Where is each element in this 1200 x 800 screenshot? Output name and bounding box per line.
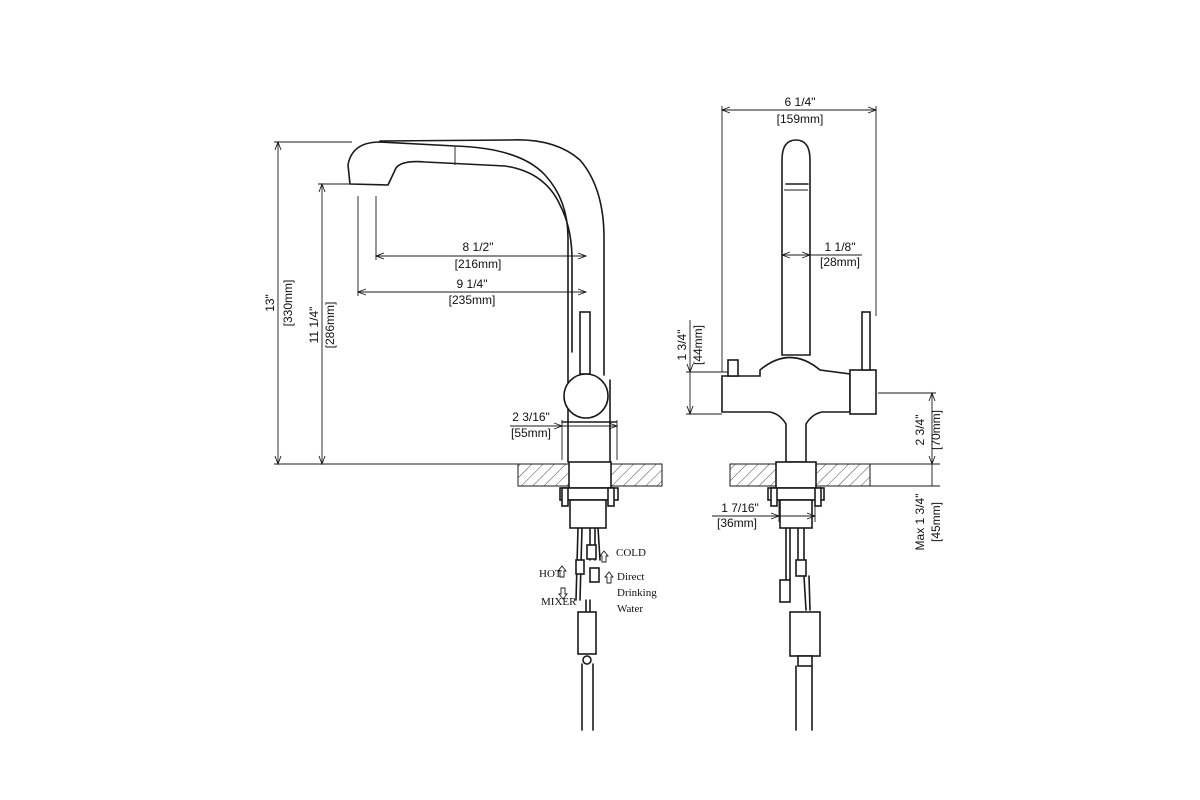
dim-deck-metric: [45mm] [929,502,943,542]
dim-base-height-imperial: 2 3/4" [913,415,927,446]
label-direct-line1: Direct [617,571,644,583]
dim-base-height: 2 3/4" [70mm] [878,391,943,466]
front-body [721,356,851,463]
front-supply-hoses [779,527,821,731]
side-mount-plate [569,499,607,529]
dim-height-metric: [330mm] [281,280,295,327]
dim-shank-imperial: 1 7/16" [721,501,759,515]
side-mount-bolt-left [561,487,569,507]
label-mixer: MIXER [541,596,577,608]
dim-base-width: 2 3/16" [55mm] [510,410,619,460]
dim-spout-dia-imperial: 1 1/8" [825,240,856,254]
side-handle-lever [579,311,591,375]
side-connection-arrows [557,550,614,600]
dim-width-imperial: 6 1/4" [785,95,816,109]
dim-reach-outer-metric: [235mm] [449,293,496,307]
front-right-lever [861,311,871,371]
dim-height-13: 13" [330mm] [263,140,518,466]
dim-body-height: 1 3/4" [44mm] [675,320,728,416]
label-direct-line3: Water [617,603,643,615]
front-shank-in-deck [775,461,817,489]
dim-deck-max: Max 1 3/4" [45mm] [870,463,943,551]
front-view: 6 1/4" [159mm] 1 1/8" [28mm] 1 3/4" [44m… [675,95,943,731]
dim-reach-inner-metric: [216mm] [455,257,502,271]
front-spout [781,139,811,356]
dim-spout-dia-metric: [28mm] [820,255,860,269]
side-spout-inner [379,139,605,376]
dim-reach-outer-imperial: 9 1/4" [457,277,488,291]
dim-base-height-metric: [70mm] [929,410,943,450]
dim-spout-height-metric: [286mm] [323,302,337,349]
side-mount-bolt-right [607,487,615,507]
dim-shank: 1 7/16" [36mm] [712,500,817,530]
front-left-lever [727,359,739,377]
dim-body-height-imperial: 1 3/4" [675,330,689,361]
dim-reach-inner: 8 1/2" [216mm] [374,196,588,271]
side-view: COLD HOT Direct Drinking Water MIXER 13"… [263,139,663,731]
label-cold: COLD [616,547,646,559]
dim-width-metric: [159mm] [777,112,824,126]
side-handle-hub [563,373,609,419]
label-hot: HOT [539,568,562,580]
dim-height-imperial: 13" [263,294,277,312]
dim-body-height-metric: [44mm] [691,325,705,365]
side-shank-in-deck [568,461,612,489]
dim-spout-height-imperial: 11 1/4" [307,307,321,344]
side-spout-outline [347,141,573,353]
front-mount-plate [779,499,813,529]
dim-reach-outer: 9 1/4" [235mm] [356,196,588,307]
dim-base-imperial: 2 3/16" [512,410,550,424]
dim-front-width: 6 1/4" [159mm] [720,95,878,372]
front-mount-bolt-left [770,487,778,507]
front-right-handle [849,369,877,415]
dim-reach-inner-imperial: 8 1/2" [463,240,494,254]
dim-shank-metric: [36mm] [717,516,757,530]
front-mount-bolt-right [814,487,822,507]
label-direct-line2: Drinking [617,587,657,599]
dim-spout-height: 11 1/4" [286mm] [307,182,350,466]
dim-base-metric: [55mm] [511,426,551,440]
side-supply-hoses [575,527,601,731]
dim-spout-diameter: 1 1/8" [28mm] [780,240,862,269]
dim-deck-imperial: Max 1 3/4" [913,494,927,551]
